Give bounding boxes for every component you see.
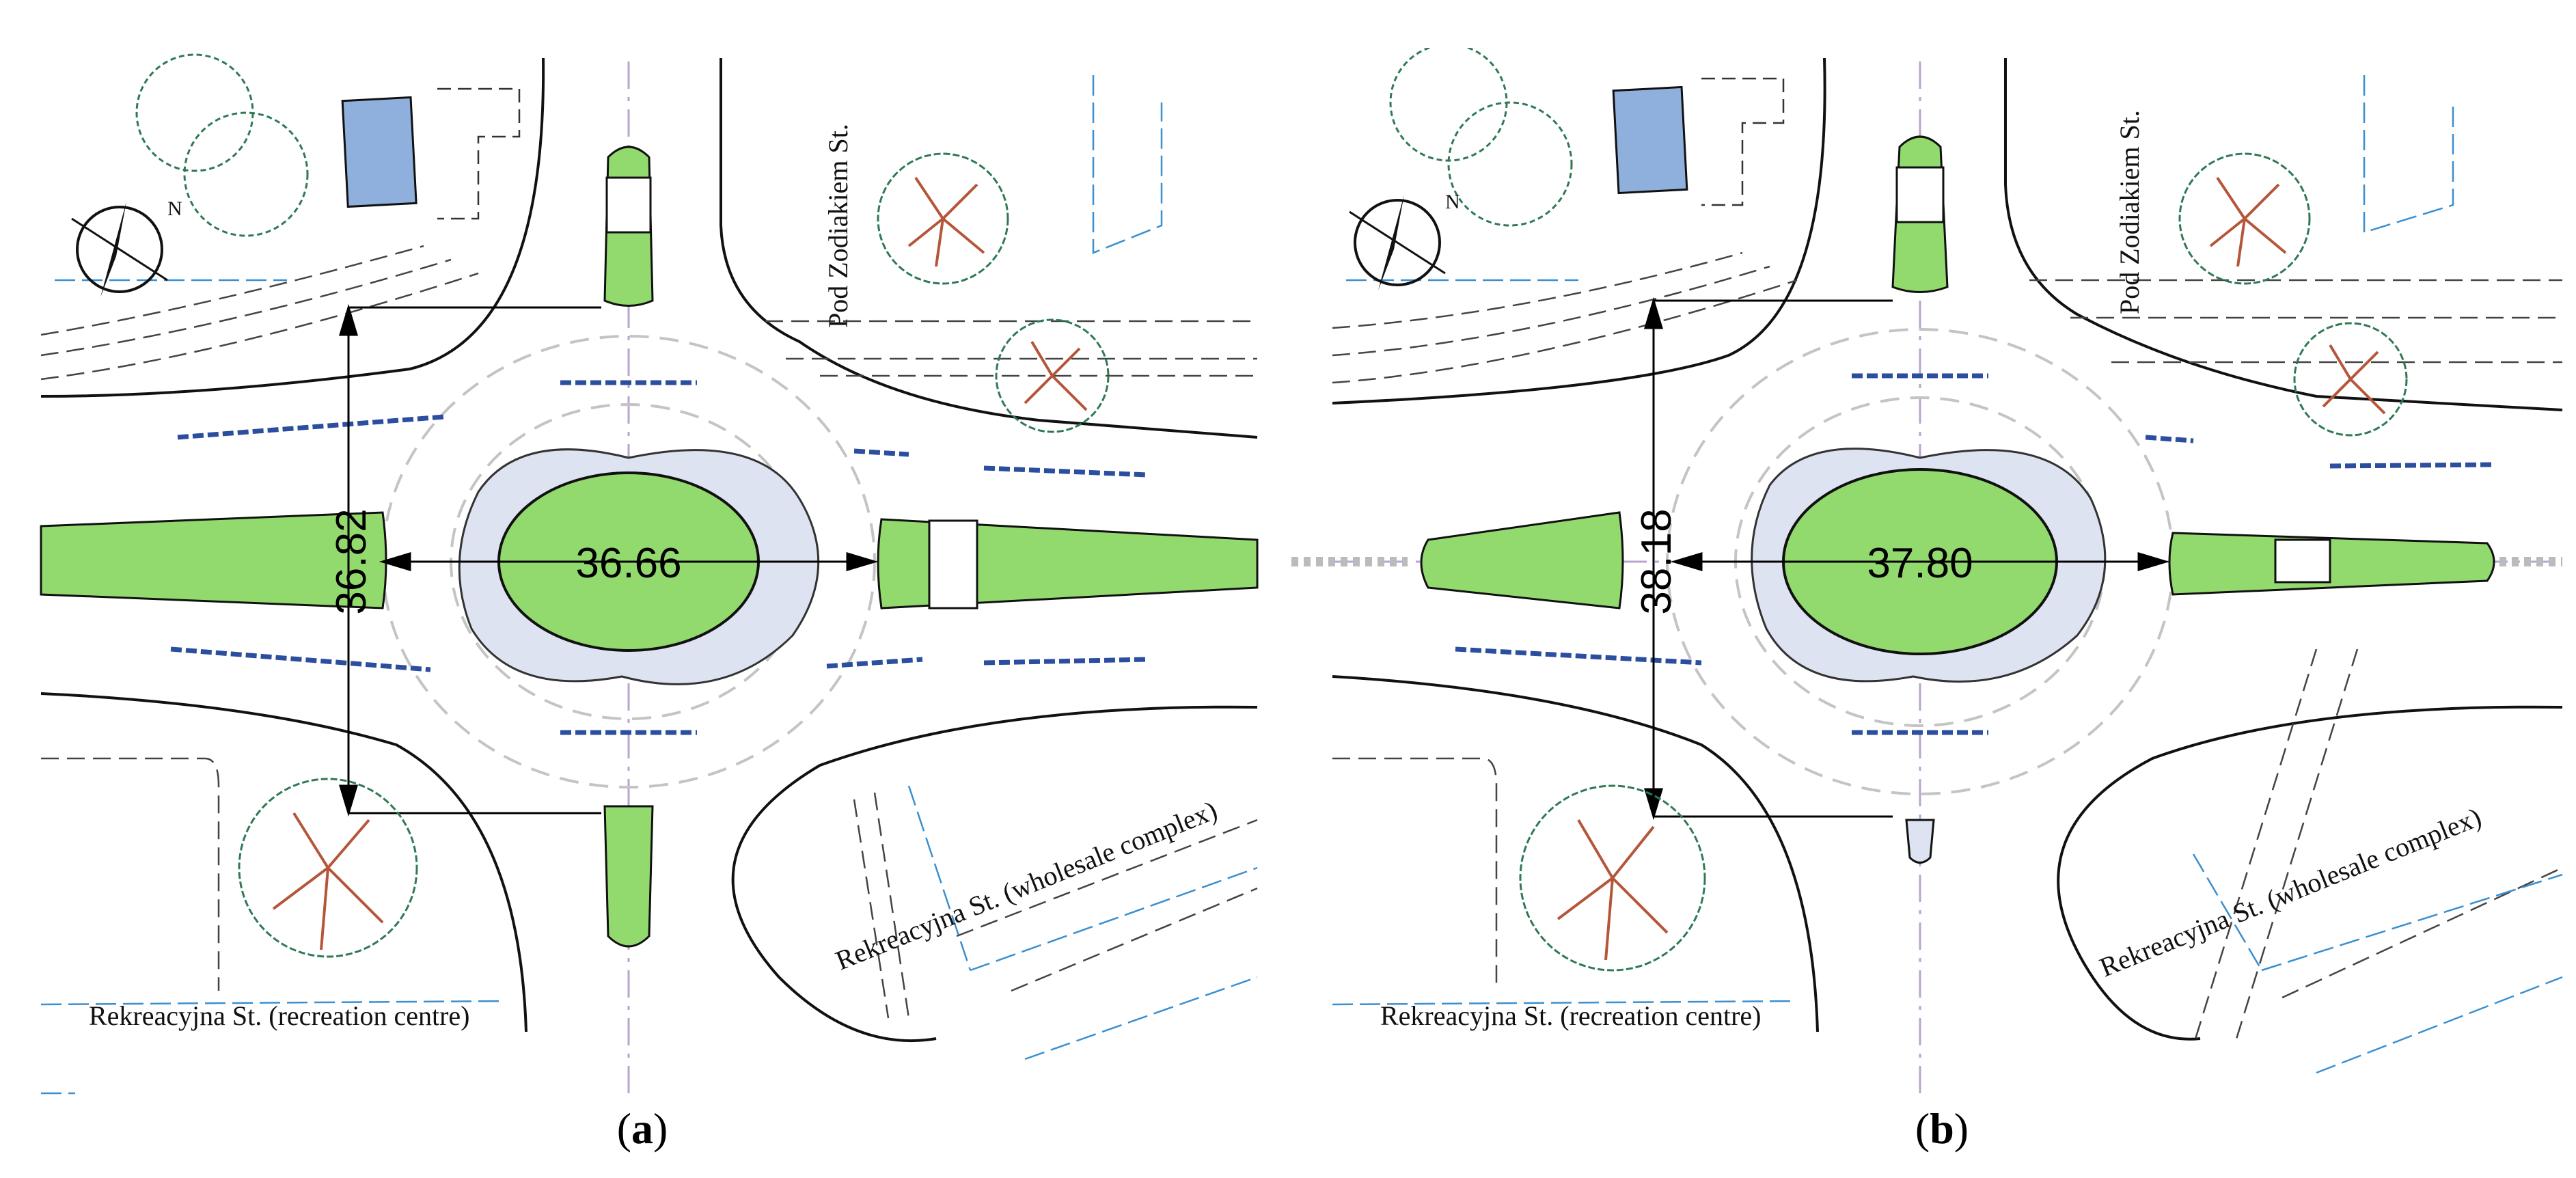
dimension-vertical-label: 36.82 [328,508,375,614]
road-curbs [1332,57,2563,1041]
splitter-island-west [1420,511,1624,609]
street-label-south-east: Rekreacyjna St. (wholesale complex) [832,795,1222,976]
dimension-horizontal [1670,551,2170,572]
roundabout-drawing-b: 37.80 38.18 [1291,48,2563,1100]
street-label-south-east: Rekreacyjna St. (wholesale complex) [2096,802,2486,983]
building [341,96,417,208]
splitter-island-south [603,805,654,948]
panel-b-roundabout-plan: 37.80 38.18 [1291,48,2576,1100]
caption-a: (a) [616,1104,668,1153]
dimension-vertical [338,303,601,817]
street-label-north: Pod Zodiakiem St. [2114,110,2145,314]
tree-icon [877,152,1009,285]
tree-icon [2293,322,2408,437]
road-curbs [40,57,1258,1043]
tree-icon [1519,784,1706,972]
lane-lines [1455,373,2495,735]
caption-a-letter: a [631,1104,653,1153]
dimension-horizontal [379,551,879,572]
svg-text:N: N [167,197,182,220]
dimension-horizontal-label: 36.66 [575,540,681,587]
building [1612,85,1688,195]
tree-icon [1389,48,1573,227]
splitter-island-east [2168,532,2495,596]
street-label-north: Pod Zodiakiem St. [823,124,853,328]
street-label-south-west: Rekreacyjna St. (recreation centre) [1380,1000,1761,1031]
dimension-horizontal-label: 37.80 [1867,540,1973,587]
cadastral-lines [40,75,1258,1095]
tree-icon [2178,152,2311,285]
dimension-vertical [1643,297,1893,821]
caption-b: (b) [1915,1104,1969,1153]
dashed-lines [1332,251,2563,1046]
tree-icon [238,778,418,958]
panel-a-roundabout-plan: 36.66 36.82 [0,48,1285,1100]
caption-b-letter: b [1930,1104,1954,1153]
splitter-island-south [1905,819,1935,864]
north-arrow-icon: N [1349,191,1460,290]
dimension-vertical-label: 38.18 [1633,508,1680,614]
splitter-island-west [40,511,387,609]
dashed-lines [40,245,1258,1019]
roundabout-drawing-a: 36.66 36.82 [40,53,1259,1100]
lane-lines [170,380,1149,735]
tree-icon [135,53,309,237]
north-arrow-icon: N [71,197,182,297]
tree-icon [995,318,1110,433]
svg-text:N: N [1445,191,1460,213]
cadastral-lines [1332,75,2563,1074]
street-label-south-west: Rekreacyjna St. (recreation centre) [89,1000,469,1031]
